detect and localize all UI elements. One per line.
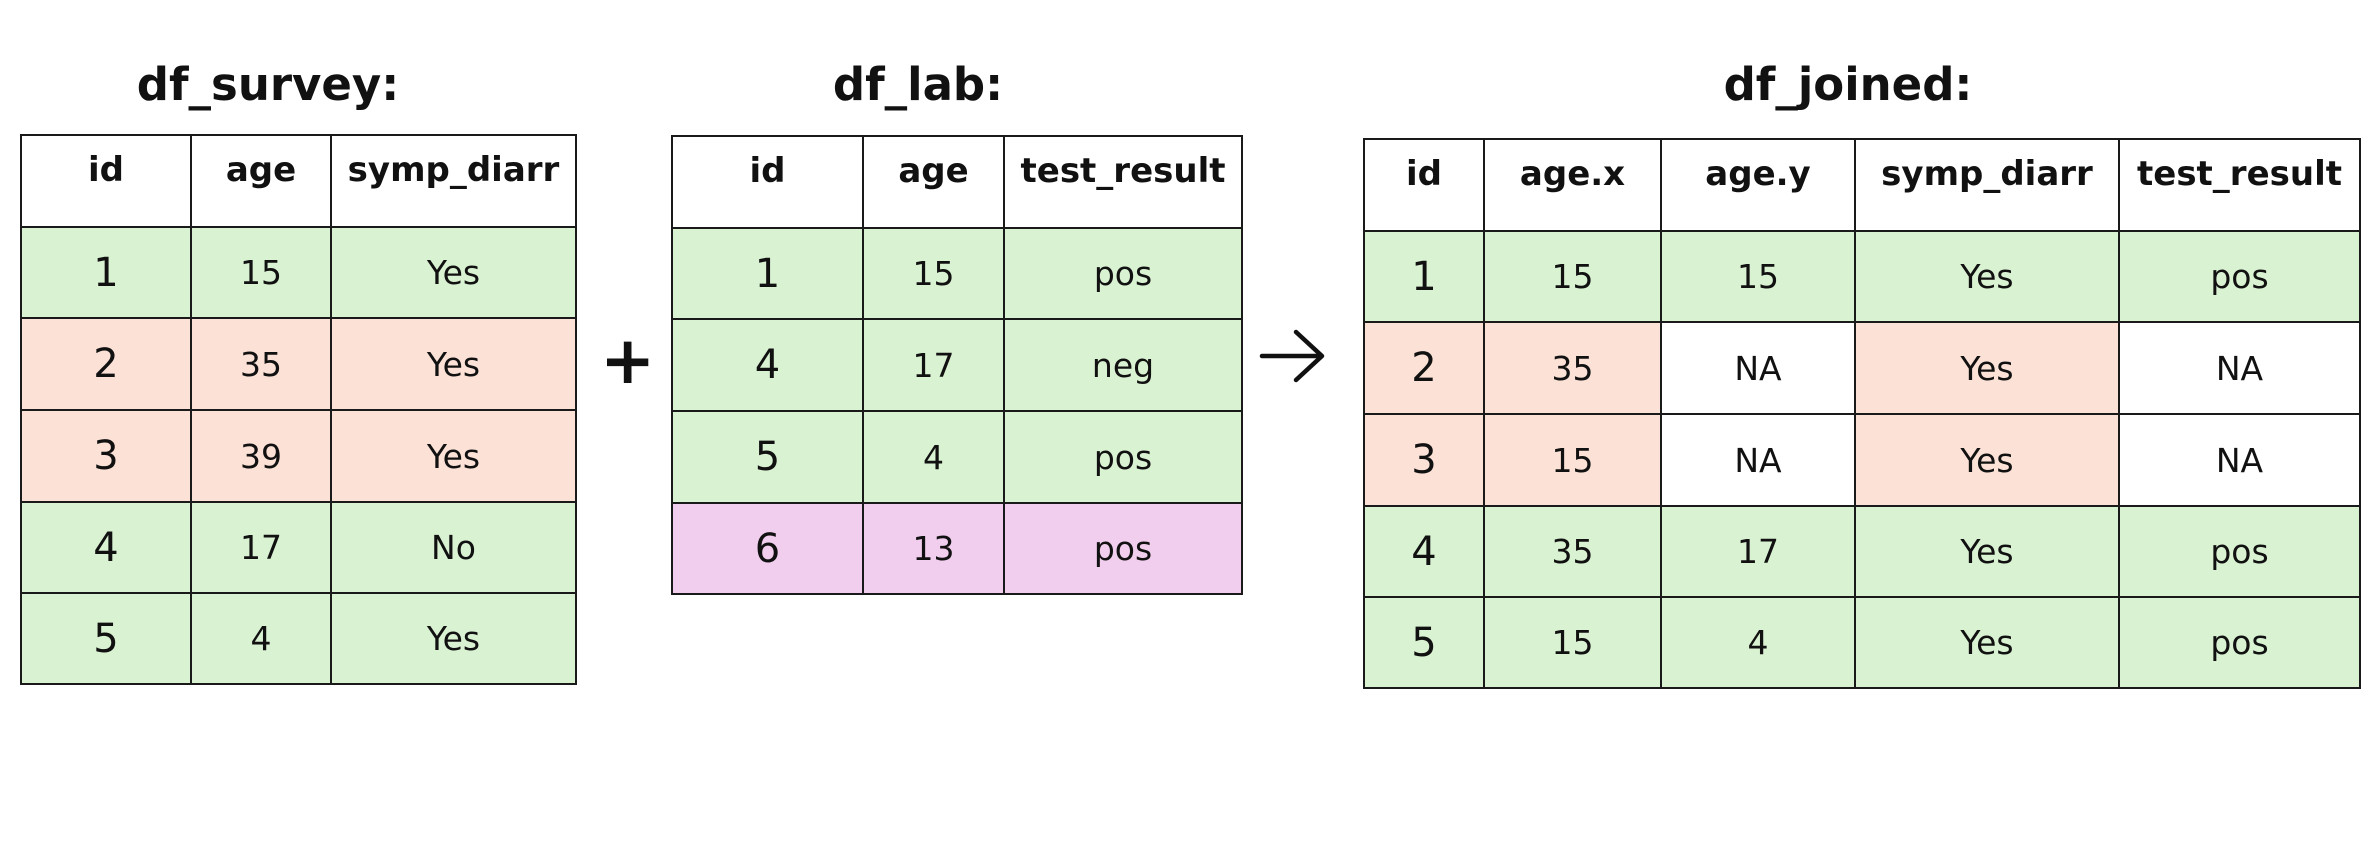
- cell-id: 3: [20, 409, 192, 503]
- cell-symp-diarr: Yes: [1854, 596, 2120, 689]
- cell-id: 1: [671, 227, 864, 320]
- cell-age-y: 4: [1660, 596, 1856, 689]
- cell-id: 2: [20, 317, 192, 411]
- cell-id: 6: [671, 502, 864, 595]
- cell-test-result: pos: [1003, 410, 1243, 504]
- column-header: id: [20, 134, 192, 228]
- cell-age: 4: [190, 592, 332, 685]
- table-row: 4 17 No: [20, 501, 577, 594]
- cell-test-result: NA: [2118, 321, 2361, 415]
- cell-id: 5: [671, 410, 864, 504]
- cell-age: 15: [862, 227, 1005, 320]
- df-lab-table: id age test_result 1 15 pos 4 17 neg 5 4…: [671, 135, 1243, 595]
- cell-symp-diarr: Yes: [1854, 321, 2120, 415]
- column-header: test_result: [2118, 138, 2361, 232]
- cell-symp-diarr: Yes: [330, 317, 577, 411]
- df-joined-table: id age.x age.y symp_diarr test_result 1 …: [1363, 138, 2361, 689]
- cell-age: 35: [190, 317, 332, 411]
- table-row: 1 15 pos: [671, 227, 1243, 320]
- table-row: 1 15 Yes: [20, 226, 577, 319]
- cell-age-x: 15: [1483, 230, 1662, 323]
- cell-symp-diarr: Yes: [1854, 413, 2120, 507]
- table-row: 5 4 Yes: [20, 592, 577, 685]
- cell-id: 1: [20, 226, 192, 319]
- cell-age-y: NA: [1660, 413, 1856, 507]
- cell-age-y: NA: [1660, 321, 1856, 415]
- cell-age-y: 17: [1660, 505, 1856, 598]
- cell-age-x: 35: [1483, 505, 1662, 598]
- column-header: test_result: [1003, 135, 1243, 229]
- table-row: 5 4 pos: [671, 410, 1243, 504]
- df-joined-title: df_joined:: [1723, 58, 1973, 111]
- right-arrow-icon: [1258, 326, 1328, 390]
- cell-test-result: pos: [1003, 502, 1243, 595]
- table-row: 2 35 NA Yes NA: [1363, 321, 2361, 415]
- column-header: symp_diarr: [330, 134, 577, 228]
- table-row: 1 15 15 Yes pos: [1363, 230, 2361, 323]
- cell-age: 39: [190, 409, 332, 503]
- cell-symp-diarr: Yes: [330, 592, 577, 685]
- column-header: id: [1363, 138, 1485, 232]
- cell-id: 5: [1363, 596, 1485, 689]
- cell-age: 15: [190, 226, 332, 319]
- cell-id: 4: [1363, 505, 1485, 598]
- cell-age-x: 35: [1483, 321, 1662, 415]
- cell-test-result: pos: [2118, 230, 2361, 323]
- cell-id: 4: [20, 501, 192, 594]
- df-lab-title: df_lab:: [832, 58, 1004, 111]
- table-row: 6 13 pos: [671, 502, 1243, 595]
- table-row: 4 17 neg: [671, 318, 1243, 412]
- plus-operator: +: [600, 322, 656, 399]
- cell-symp-diarr: No: [330, 501, 577, 594]
- cell-age: 13: [862, 502, 1005, 595]
- df-survey-title: df_survey:: [136, 58, 400, 111]
- table-row: 2 35 Yes: [20, 317, 577, 411]
- cell-age: 17: [190, 501, 332, 594]
- cell-age-x: 15: [1483, 596, 1662, 689]
- cell-symp-diarr: Yes: [330, 226, 577, 319]
- cell-test-result: NA: [2118, 413, 2361, 507]
- cell-age-x: 15: [1483, 413, 1662, 507]
- table-row: 3 15 NA Yes NA: [1363, 413, 2361, 507]
- cell-id: 1: [1363, 230, 1485, 323]
- cell-symp-diarr: Yes: [1854, 505, 2120, 598]
- cell-test-result: pos: [2118, 505, 2361, 598]
- cell-id: 5: [20, 592, 192, 685]
- column-header: age: [862, 135, 1005, 229]
- cell-id: 3: [1363, 413, 1485, 507]
- cell-age: 17: [862, 318, 1005, 412]
- column-header: age.x: [1483, 138, 1662, 232]
- column-header: age: [190, 134, 332, 228]
- column-header: age.y: [1660, 138, 1856, 232]
- table-row: 5 15 4 Yes pos: [1363, 596, 2361, 689]
- cell-symp-diarr: Yes: [330, 409, 577, 503]
- cell-test-result: pos: [2118, 596, 2361, 689]
- cell-symp-diarr: Yes: [1854, 230, 2120, 323]
- cell-test-result: neg: [1003, 318, 1243, 412]
- column-header: symp_diarr: [1854, 138, 2120, 232]
- table-row: 3 39 Yes: [20, 409, 577, 503]
- table-row: 4 35 17 Yes pos: [1363, 505, 2361, 598]
- cell-age-y: 15: [1660, 230, 1856, 323]
- column-header: id: [671, 135, 864, 229]
- df-survey-table: id age symp_diarr 1 15 Yes 2 35 Yes 3 39…: [20, 134, 577, 685]
- cell-test-result: pos: [1003, 227, 1243, 320]
- cell-id: 4: [671, 318, 864, 412]
- cell-age: 4: [862, 410, 1005, 504]
- cell-id: 2: [1363, 321, 1485, 415]
- right-arrow-icon-svg: [1259, 329, 1325, 383]
